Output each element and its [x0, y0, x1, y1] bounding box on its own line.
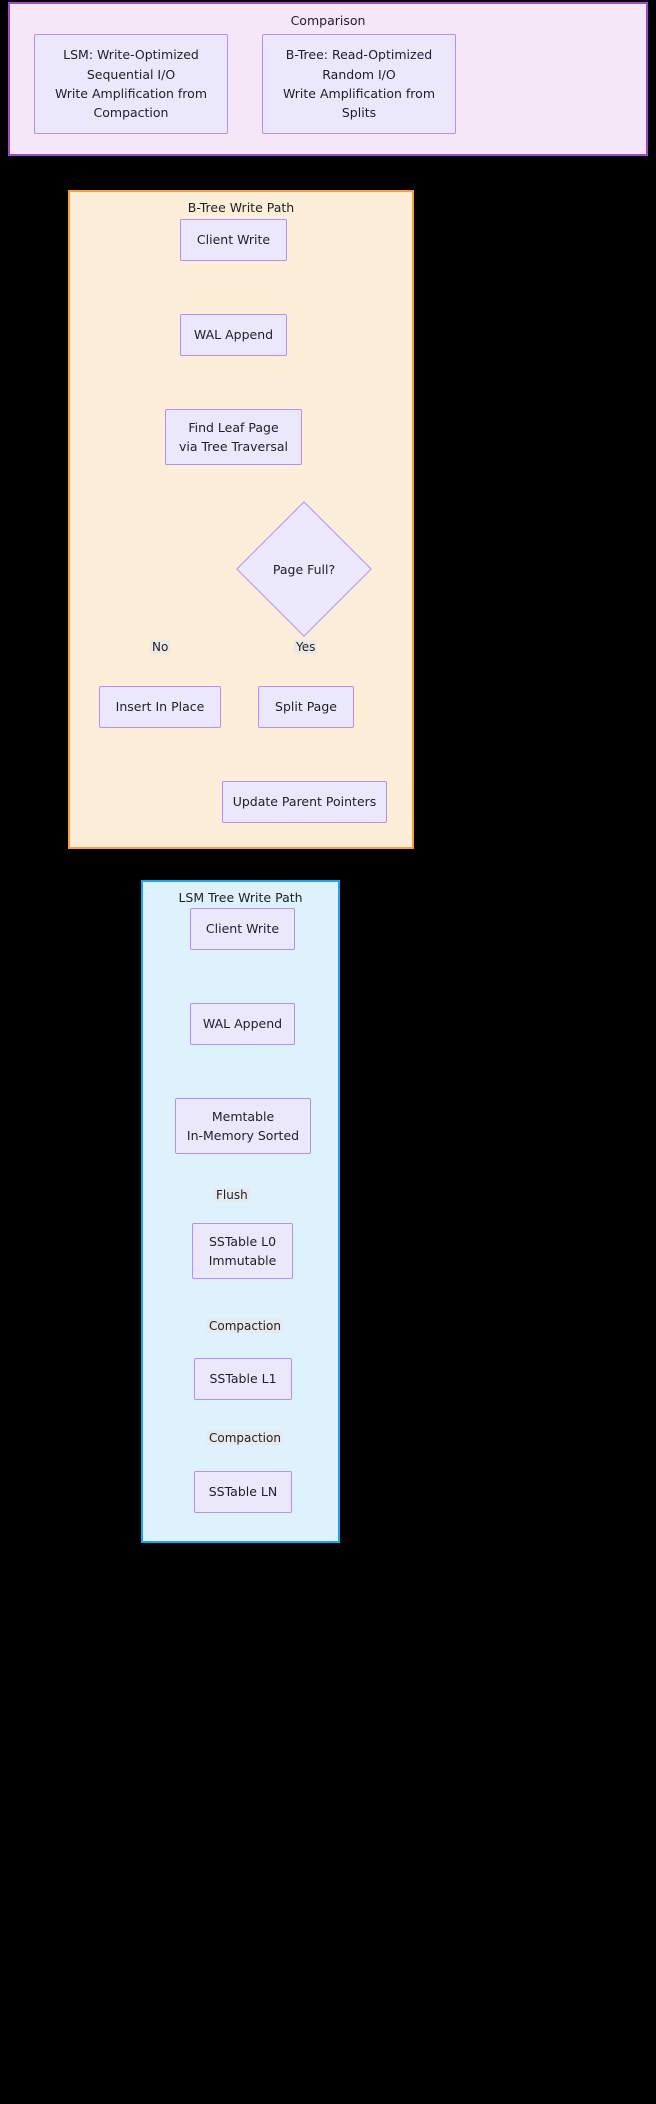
node-btree-insert-in-place[interactable]: Insert In Place	[99, 686, 221, 728]
node-lsm-sstable-l1[interactable]: SSTable L1	[194, 1358, 292, 1400]
edge-label-compaction-2: Compaction	[207, 1431, 283, 1445]
comparison-card-btree[interactable]: B-Tree: Read-Optimized Random I/O Write …	[262, 34, 456, 134]
node-lsm-wal-append[interactable]: WAL Append	[190, 1003, 295, 1045]
node-btree-page-full-label: Page Full?	[272, 561, 336, 577]
node-btree-client-write[interactable]: Client Write	[180, 219, 287, 261]
node-btree-split-page[interactable]: Split Page	[258, 686, 354, 728]
node-btree-find-leaf-page[interactable]: Find Leaf Page via Tree Traversal	[165, 409, 302, 465]
node-lsm-memtable[interactable]: Memtable In-Memory Sorted	[175, 1098, 311, 1154]
edge-label-no: No	[150, 640, 171, 654]
node-lsm-sstable-l0[interactable]: SSTable L0 Immutable	[192, 1223, 293, 1279]
comparison-card-lsm[interactable]: LSM: Write-Optimized Sequential I/O Writ…	[34, 34, 228, 134]
subgraph-title-comparison: Comparison	[290, 13, 366, 28]
edge-label-flush: Flush	[214, 1188, 250, 1202]
node-btree-wal-append[interactable]: WAL Append	[180, 314, 287, 356]
subgraph-comparison: Comparison LSM: Write-Optimized Sequenti…	[8, 2, 648, 156]
edge-label-compaction-1: Compaction	[207, 1319, 283, 1333]
subgraph-btree-write-path: B-Tree Write Path Client Write WAL Appen…	[68, 190, 414, 849]
subgraph-title-btree: B-Tree Write Path	[187, 200, 295, 215]
node-lsm-client-write[interactable]: Client Write	[190, 908, 295, 950]
edge-label-yes: Yes	[294, 640, 318, 654]
node-btree-update-parent-pointers[interactable]: Update Parent Pointers	[222, 781, 387, 823]
subgraph-title-lsm: LSM Tree Write Path	[178, 890, 303, 905]
node-lsm-sstable-ln[interactable]: SSTable LN	[194, 1471, 292, 1513]
